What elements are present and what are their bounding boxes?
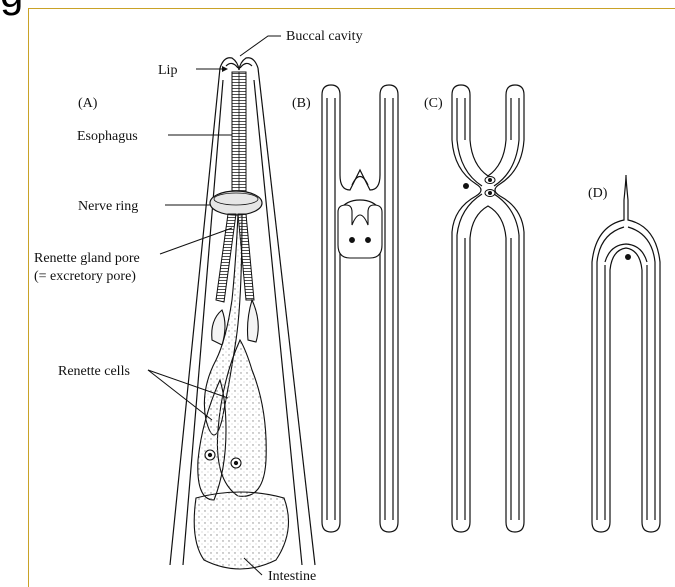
label-excretory-pore: (= excretory pore) — [34, 269, 136, 284]
label-renette-gland-pore: Renette gland pore — [34, 251, 140, 266]
label-nerve-ring: Nerve ring — [78, 199, 138, 214]
nerve-ring — [210, 191, 262, 215]
label-buccal-cavity: Buccal cavity — [286, 29, 363, 44]
esophagus-tube — [232, 72, 246, 194]
panel-b-outline — [322, 85, 398, 532]
panel-c-outline — [452, 85, 524, 532]
panel-label-a: (A) — [78, 96, 98, 111]
intestine — [194, 492, 288, 569]
label-intestine: Intestine — [268, 569, 316, 584]
panel-label-d: (D) — [588, 186, 608, 201]
panel-label-b: (B) — [292, 96, 311, 111]
panel-b-cells — [338, 205, 382, 258]
label-renette-cells: Renette cells — [58, 364, 130, 379]
panel-d-nucleus — [625, 254, 631, 260]
label-lip: Lip — [158, 63, 177, 78]
panel-label-c: (C) — [424, 96, 443, 111]
panel-d-outline — [592, 175, 660, 532]
label-esophagus: Esophagus — [77, 129, 138, 144]
